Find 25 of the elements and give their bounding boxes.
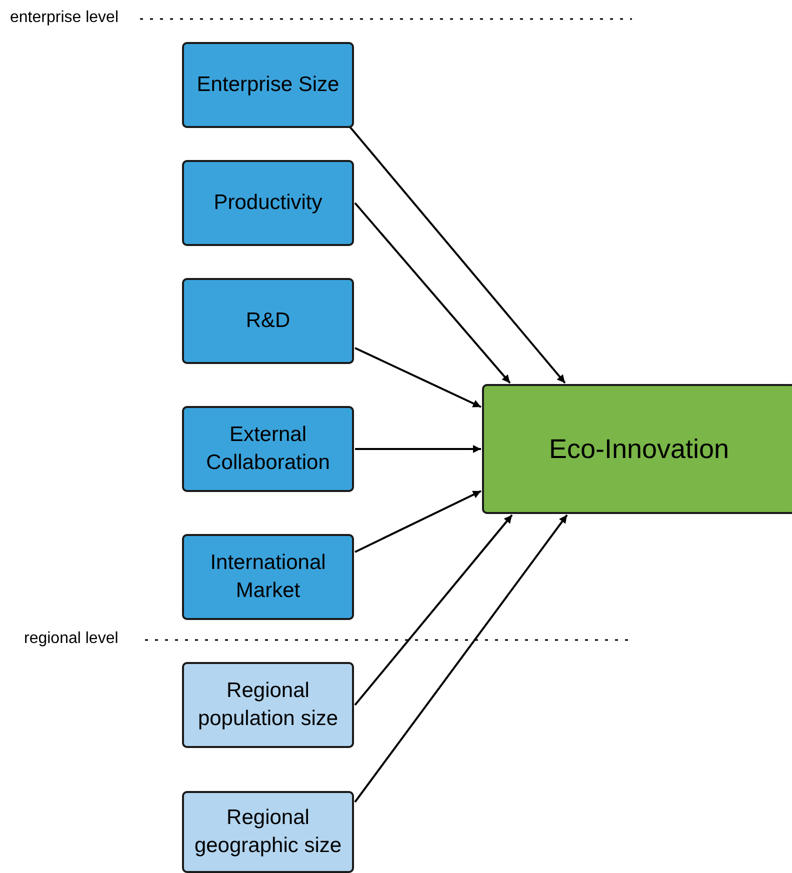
box-label: Regional population size xyxy=(196,678,340,732)
factor-box xyxy=(182,160,354,246)
box-label: R&D xyxy=(244,308,292,334)
factor-box xyxy=(182,534,354,620)
level-label: enterprise level xyxy=(10,9,120,27)
box-label: International Market xyxy=(209,550,327,604)
box-label: External Collaboration xyxy=(205,422,331,476)
factor-box xyxy=(182,278,354,364)
factor-box xyxy=(182,42,354,128)
arrow xyxy=(354,514,513,706)
arrow xyxy=(354,202,511,384)
factor-box xyxy=(182,406,354,492)
outcome-box xyxy=(482,384,792,514)
arrow xyxy=(354,514,568,803)
factor-box xyxy=(182,662,354,748)
arrow xyxy=(355,445,481,453)
box-label: Regional geographic size xyxy=(193,805,343,859)
box-label: Eco-Innovation xyxy=(548,435,730,463)
arrow xyxy=(354,347,482,408)
level-label: regional level xyxy=(24,630,120,648)
arrow xyxy=(354,490,482,553)
factor-box xyxy=(182,791,354,873)
arrow xyxy=(349,126,566,384)
box-label: Productivity xyxy=(212,190,324,216)
box-label: Enterprise Size xyxy=(196,72,340,98)
